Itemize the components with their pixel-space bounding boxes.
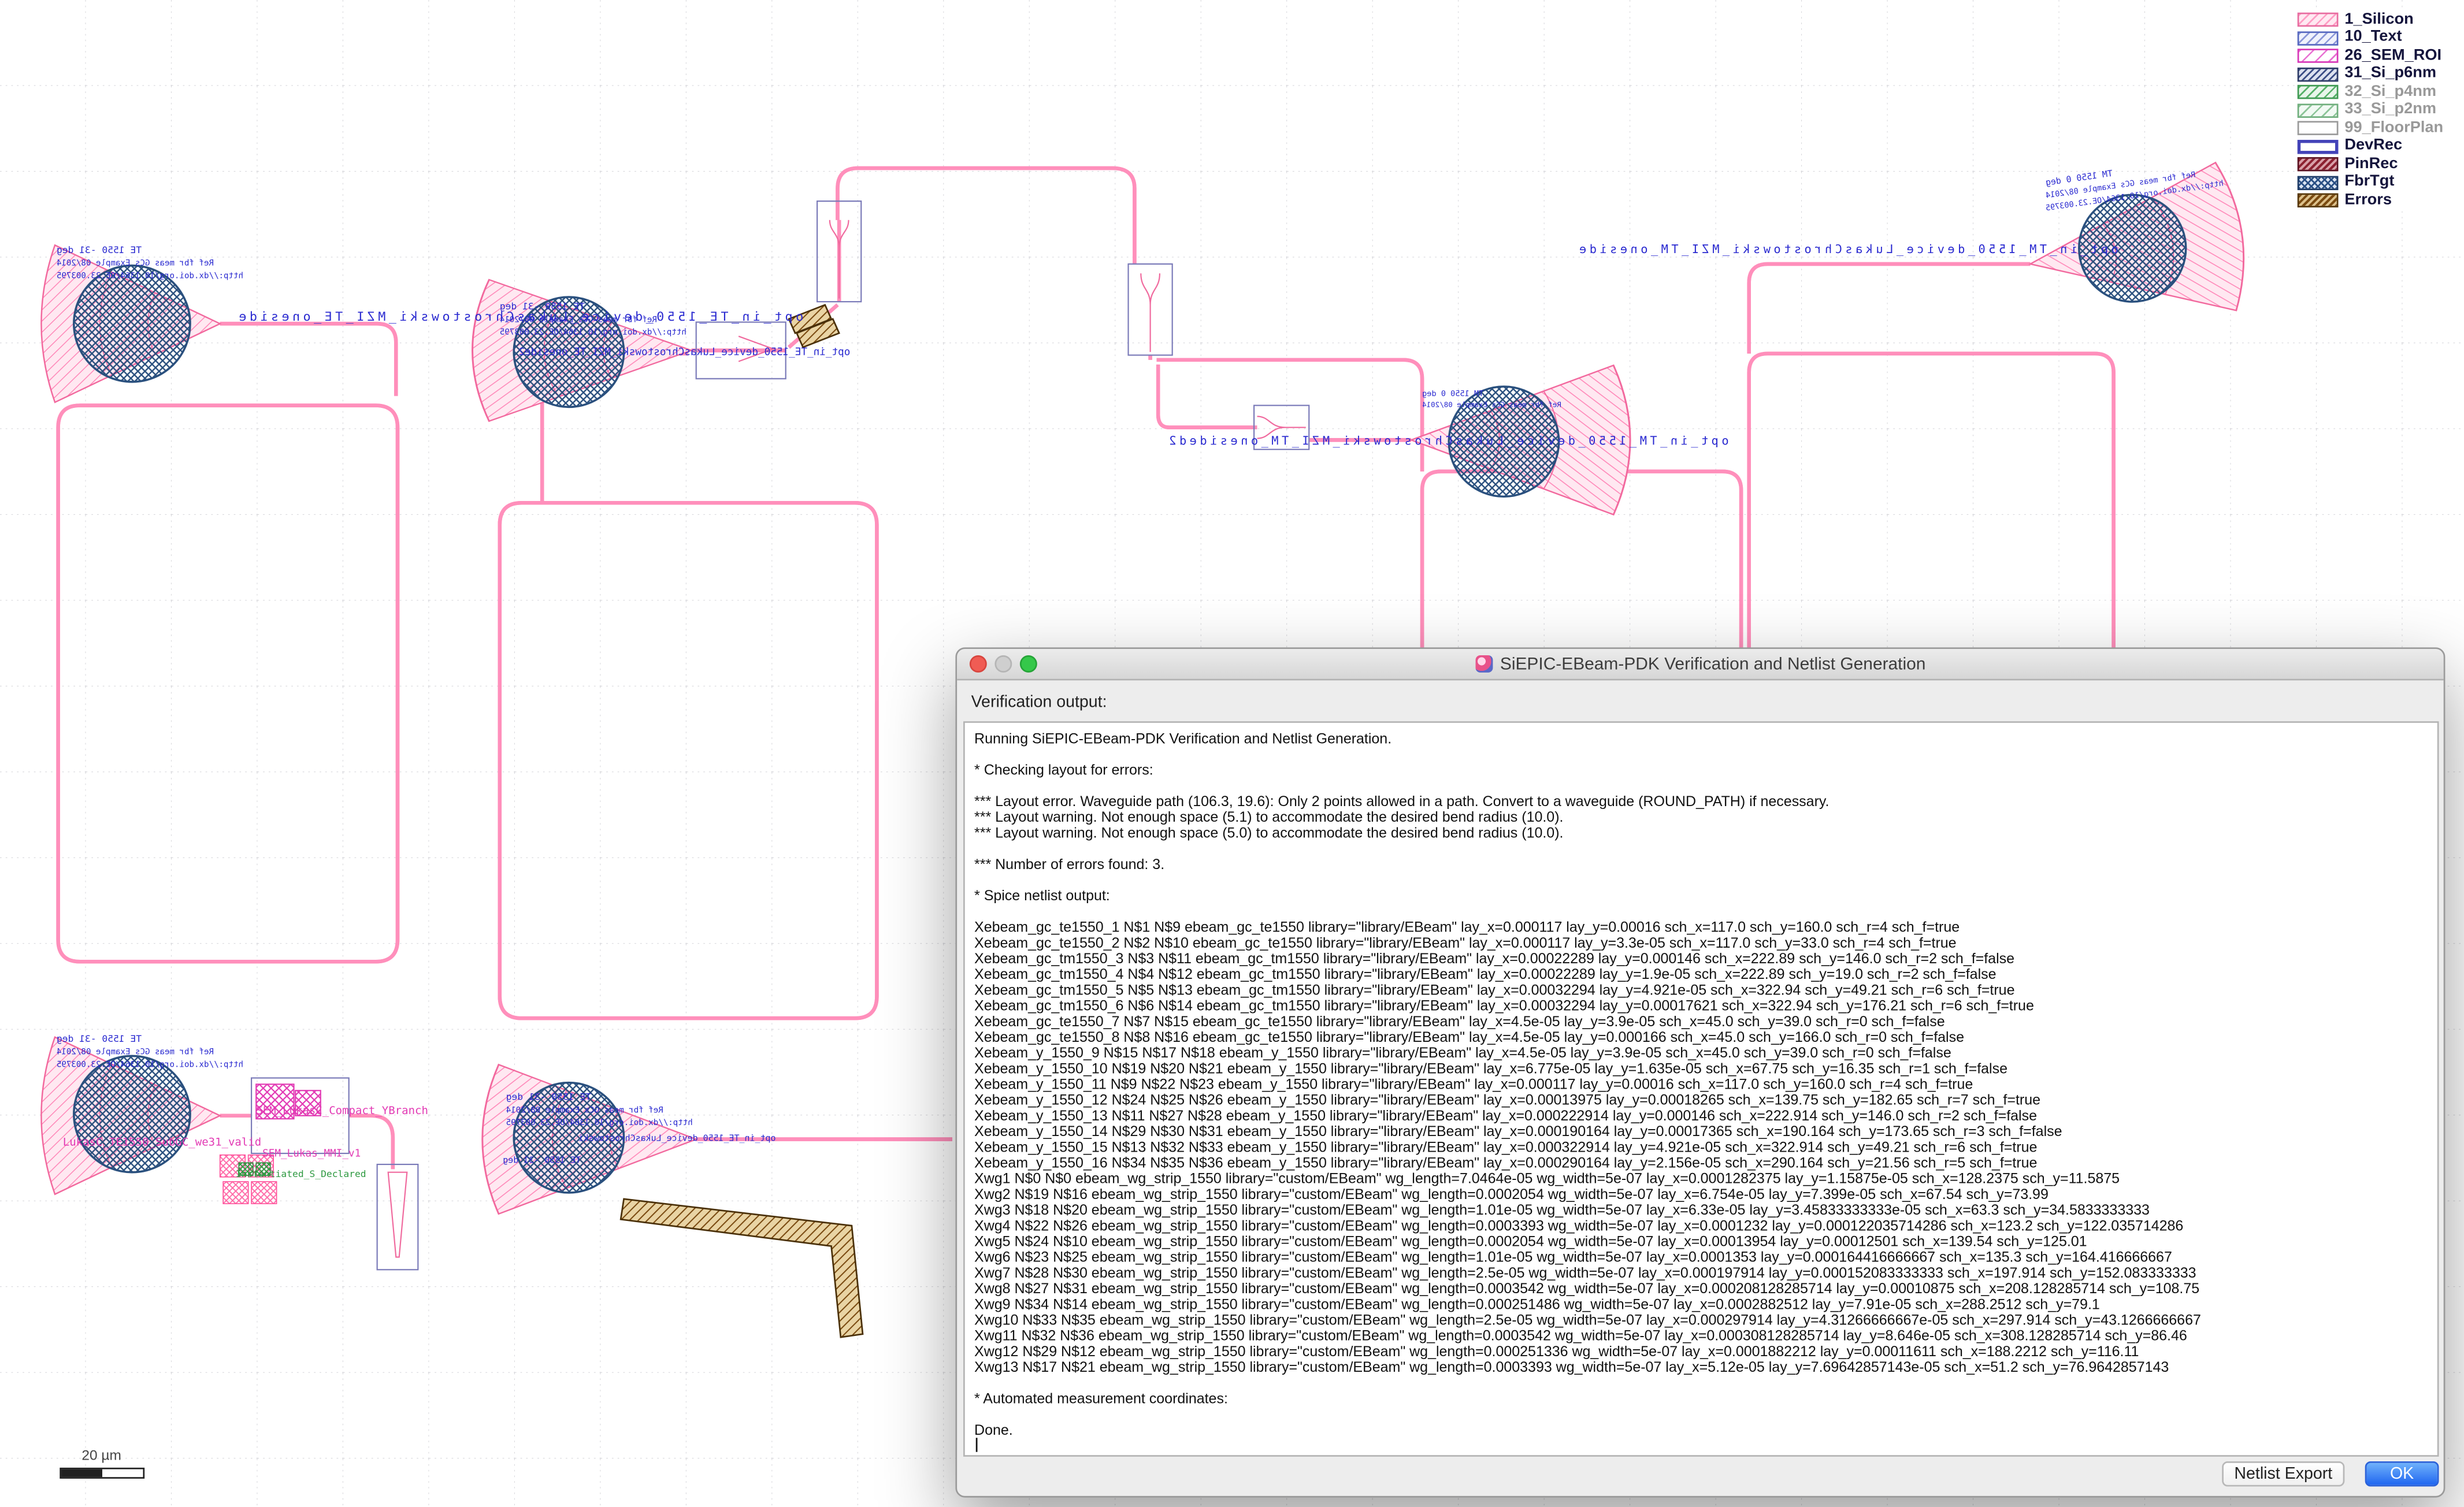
output-label: Verification output: bbox=[971, 693, 1107, 712]
layer-row-1_Silicon[interactable]: 1_Silicon bbox=[2297, 10, 2461, 28]
layout-text-label: TE 1550 -31 deg bbox=[500, 301, 585, 312]
layout-text-label: opt_in_TE_1550_device_LukasChrostowski_M… bbox=[236, 310, 803, 324]
layout-text-label: http://dx.doi.org/10.1364/OE.23.003795 bbox=[506, 1118, 693, 1127]
scale-label: 20 µm bbox=[81, 1447, 121, 1463]
dialog-title-bar[interactable]: SiEPIC-EBeam-PDK Verification and Netlis… bbox=[957, 649, 2444, 681]
layer-row-31_Si_p6nm[interactable]: 31_Si_p6nm bbox=[2297, 64, 2461, 82]
layer-swatch[interactable] bbox=[2297, 157, 2339, 172]
layout-text-label: TE 1550 -31 deg bbox=[503, 1155, 581, 1165]
scale-ruler bbox=[60, 1467, 145, 1479]
close-button[interactable] bbox=[969, 655, 987, 673]
layer-label: 31_Si_p6nm bbox=[2344, 64, 2437, 82]
layer-swatch[interactable] bbox=[2297, 12, 2339, 27]
layer-label: PinRec bbox=[2344, 154, 2398, 172]
component-boxes[interactable] bbox=[219, 1083, 321, 1204]
layer-swatch[interactable] bbox=[2297, 193, 2339, 207]
zoom-button[interactable] bbox=[1019, 655, 1037, 673]
layout-text-label: Ref fbr meas GCs Example 08/2014 bbox=[506, 1105, 663, 1115]
layer-row-99_FloorPlan[interactable]: 99_FloorPlan bbox=[2297, 118, 2461, 136]
dialog-title-text: SiEPIC-EBeam-PDK Verification and Netlis… bbox=[1500, 654, 1926, 674]
app-icon bbox=[1475, 655, 1493, 673]
scale-bar: 20 µm bbox=[60, 1447, 145, 1479]
layer-swatch[interactable] bbox=[2297, 49, 2339, 63]
layer-swatch[interactable] bbox=[2297, 175, 2339, 190]
layer-label: Errors bbox=[2344, 191, 2392, 209]
layout-text-label: Instantiated_S_Declared bbox=[236, 1168, 366, 1179]
layer-label: 33_Si_p2nm bbox=[2344, 101, 2437, 118]
layer-row-10_Text[interactable]: 10_Text bbox=[2297, 28, 2461, 46]
layer-label: FbrTgt bbox=[2344, 173, 2395, 191]
layer-row-PinRec[interactable]: PinRec bbox=[2297, 154, 2461, 172]
y-branch-splitters[interactable] bbox=[387, 220, 1306, 1258]
layout-text-label: opt_in_TE_1550_device_LukasChrostowski bbox=[578, 1133, 776, 1143]
text-caret bbox=[975, 1438, 978, 1452]
layer-swatch[interactable] bbox=[2297, 31, 2339, 45]
layout-text-label: SEM_LukasC_Compact_YBranch bbox=[256, 1104, 428, 1117]
verification-output-box[interactable]: Running SiEPIC-EBeam-PDK Verification an… bbox=[963, 721, 2439, 1457]
layer-swatch[interactable] bbox=[2297, 84, 2339, 99]
dialog-title: SiEPIC-EBeam-PDK Verification and Netlis… bbox=[1475, 654, 1926, 674]
fiber-target-circles[interactable] bbox=[73, 194, 2187, 1194]
layer-swatch[interactable] bbox=[2297, 139, 2339, 154]
layer-row-DevRec[interactable]: DevRec bbox=[2297, 136, 2461, 154]
layer-label: 99_FloorPlan bbox=[2344, 118, 2444, 136]
layer-row-32_Si_p4nm[interactable]: 32_Si_p4nm bbox=[2297, 82, 2461, 100]
layer-swatch[interactable] bbox=[2297, 103, 2339, 117]
layer-row-FbrTgt[interactable]: FbrTgt bbox=[2297, 173, 2461, 191]
minimize-button[interactable] bbox=[994, 655, 1012, 673]
layout-text-label: TE 1550 -31 deg bbox=[506, 1092, 591, 1103]
layout-text-label: LukasC_TE1550_SubGC_we31_valid bbox=[63, 1135, 261, 1148]
netlist-export-button[interactable]: Netlist Export bbox=[2222, 1461, 2345, 1487]
layer-swatch[interactable] bbox=[2297, 66, 2339, 81]
layout-text-label: http://dx.doi.org/10.1364/OE.23.003795 bbox=[57, 271, 243, 280]
layer-row-33_Si_p2nm[interactable]: 33_Si_p2nm bbox=[2297, 101, 2461, 118]
layout-text-label: TM 1550 0 deg bbox=[1422, 389, 1483, 398]
layout-text-label: opt_in_TE_1550_device_LukasChrostowski_M… bbox=[518, 347, 850, 358]
layout-text-label: SEM_Lukas_MMI_v1 bbox=[262, 1148, 361, 1159]
layout-text-label: http://dx.doi.org/10.1364/OE.23.003795 bbox=[57, 1060, 243, 1069]
layout-text-label: http://dx.doi.org/10.1364/OE.23.003795 bbox=[500, 328, 686, 337]
ok-button[interactable]: OK bbox=[2365, 1461, 2439, 1487]
verification-output-text: Running SiEPIC-EBeam-PDK Verification an… bbox=[974, 730, 2201, 1438]
layout-text-label: Ref fbr meas GCs Example 08/2014 bbox=[57, 1048, 214, 1057]
layer-label: 10_Text bbox=[2344, 28, 2402, 46]
layout-text-label: Ref fbr meas GCs Example 08/2014 bbox=[57, 259, 214, 268]
waveguide-routing[interactable] bbox=[56, 166, 2116, 1258]
layer-row-26_SEM_ROI[interactable]: 26_SEM_ROI bbox=[2297, 46, 2461, 64]
layout-text-label: opt_in_TM_1550_device_LukasChrostowski_M… bbox=[1166, 434, 1729, 448]
layer-label: DevRec bbox=[2344, 136, 2403, 154]
layout-text-label: TE 1550 -31 deg bbox=[57, 244, 142, 255]
layer-label: 32_Si_p4nm bbox=[2344, 82, 2437, 100]
layout-text-label: Ref fbr meas GCs Example 08/2014 bbox=[1422, 400, 1561, 409]
window-controls bbox=[969, 655, 1037, 673]
layout-text-label: opt_in_TM_1550_device_LukasChrostowski_M… bbox=[1576, 242, 2118, 256]
layer-row-Errors[interactable]: Errors bbox=[2297, 191, 2461, 209]
error-markers[interactable] bbox=[619, 303, 864, 1338]
layer-swatch[interactable] bbox=[2297, 121, 2339, 135]
devrec-boxes[interactable] bbox=[251, 200, 1310, 1271]
layout-text-label: Ref fbr meas GCs Example 08/2014 bbox=[500, 315, 657, 324]
layout-text-label: TE 1550 -31 deg bbox=[57, 1033, 142, 1044]
layer-label: 1_Silicon bbox=[2344, 10, 2414, 28]
layer-label: 26_SEM_ROI bbox=[2344, 46, 2442, 64]
dialog-button-row: Netlist Export OK bbox=[957, 1461, 2444, 1487]
verification-dialog: SiEPIC-EBeam-PDK Verification and Netlis… bbox=[955, 647, 2446, 1498]
